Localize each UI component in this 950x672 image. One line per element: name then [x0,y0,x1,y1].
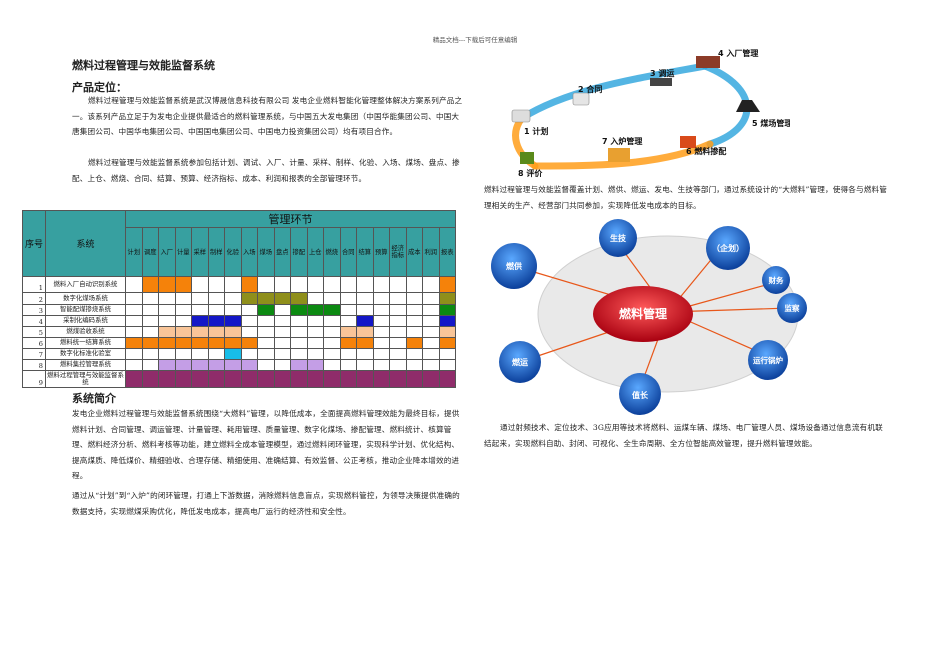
flow-step: 3 调运 [650,68,674,78]
stage-label: 合同 [339,227,357,278]
hub-node: （企划） [712,243,744,253]
hub-node: 监察 [785,303,800,313]
positioning-paragraph-1: 燃料过程管理与效能监督系统是武汉博晟信息科技有限公司 发电企业燃料智能化管理整体… [72,96,463,136]
flow-step: 2 合同 [578,84,602,94]
hub-node: 财务 [768,275,784,285]
right-paragraph-2: 通过射频技术、定位技术、3G应用等技术将燃料、运煤车辆、煤场、电厂管理人员、煤场… [484,423,883,448]
fuel-flow-diagram: 1 计划 2 合同 3 调运 4 入厂管理 5 煤场管理 6 燃料掺配 7 入炉… [511,48,790,178]
fuel-management-hub-diagram: 燃料管理 生技 （企划） 财务 监察 运行锅炉 值长 燃运 燃供 [491,219,807,415]
section-heading-intro: 系统简介 [72,392,116,405]
stage-label: 成本 [405,227,423,278]
page-title: 燃料过程管理与效能监督系统 [72,59,215,72]
table-row: 3 智能配煤掺烧系统 [22,303,456,316]
stage-label: 制样 [207,227,225,278]
stage-label: 入场 [240,227,258,278]
stage-label: 报表 [438,227,456,278]
right-paragraph-1: 燃料过程管理与效能监督覆盖计划、燃供、燃运、发电、生技等部门，通过系统设计的“大… [484,185,887,210]
table-row: 2 数字化煤场系统 [22,292,456,305]
stage-label: 煤场 [257,227,275,278]
table-row: 9 燃料过程管理与效能监督系统 [22,369,456,389]
table-row: 5 燃煤验收系统 [22,325,456,338]
table-row: 6 燃料统一结算系统 [22,336,456,349]
stage-label: 上仓 [306,227,324,278]
stage-label: 经济指标 [389,227,407,278]
col-header-seq: 序号 [22,209,46,278]
stage-label: 燃烧 [323,227,341,278]
stage-label: 利润 [422,227,440,278]
product-matrix-table: 序号 系统 管理环节 计划 调度 入厂 计量 采样 制样 化验 入场 煤场 盘点… [22,209,456,389]
flow-step: 5 煤场管理 [752,118,790,128]
stage-label: 化验 [224,227,242,278]
table-row: 8 燃料集控管理系统 [22,358,456,371]
stage-label: 计划 [125,227,143,278]
section-heading-positioning: 产品定位： [72,81,127,94]
table-row: 4 采制化编码系统 [22,314,456,327]
stage-label: 掺配 [290,227,308,278]
col-header-stages: 管理环节 [125,209,456,229]
stage-label: 入厂 [158,227,176,278]
flow-step: 7 入炉管理 [602,136,642,146]
header-note: 精品文档---下载后可任意编辑 [432,36,518,44]
table-row: 7 数字化标准化验室 [22,347,456,360]
flow-step: 8 评价 [518,169,543,178]
flow-step: 4 入厂管理 [718,48,758,58]
hub-node: 生技 [610,233,627,243]
stage-label: 结算 [356,227,374,278]
positioning-paragraph-2: 燃料过程管理与效能监督系统参加包括计划、调试、入厂、计量、采样、制样、化验、入场… [72,158,460,183]
hub-node: 值长 [632,390,649,400]
hub-node: 运行锅炉 [753,355,783,365]
flow-step: 1 计划 [524,126,548,136]
hub-node: 燃运 [512,357,528,367]
table-row: 1 燃料入厂自动识别系统 [22,276,456,294]
intro-paragraph-2: 通过从“计划”到“入炉”的闭环管理，打通上下游数据，消除燃料信息盲点，实现燃料管… [72,491,460,516]
col-header-system: 系统 [45,209,126,278]
stage-label: 盘点 [273,227,291,278]
intro-paragraph-1: 发电企业燃料过程管理与效能监督系统围绕“大燃料”管理，以降低成本，全面提高燃料管… [72,409,460,480]
stage-label: 计量 [174,227,192,278]
stage-label: 预算 [372,227,390,278]
hub-center-label: 燃料管理 [619,306,667,321]
stage-label: 采样 [191,227,209,278]
flow-step: 6 燃料掺配 [686,146,726,156]
hub-node: 燃供 [506,261,522,271]
stage-label: 调度 [141,227,159,278]
